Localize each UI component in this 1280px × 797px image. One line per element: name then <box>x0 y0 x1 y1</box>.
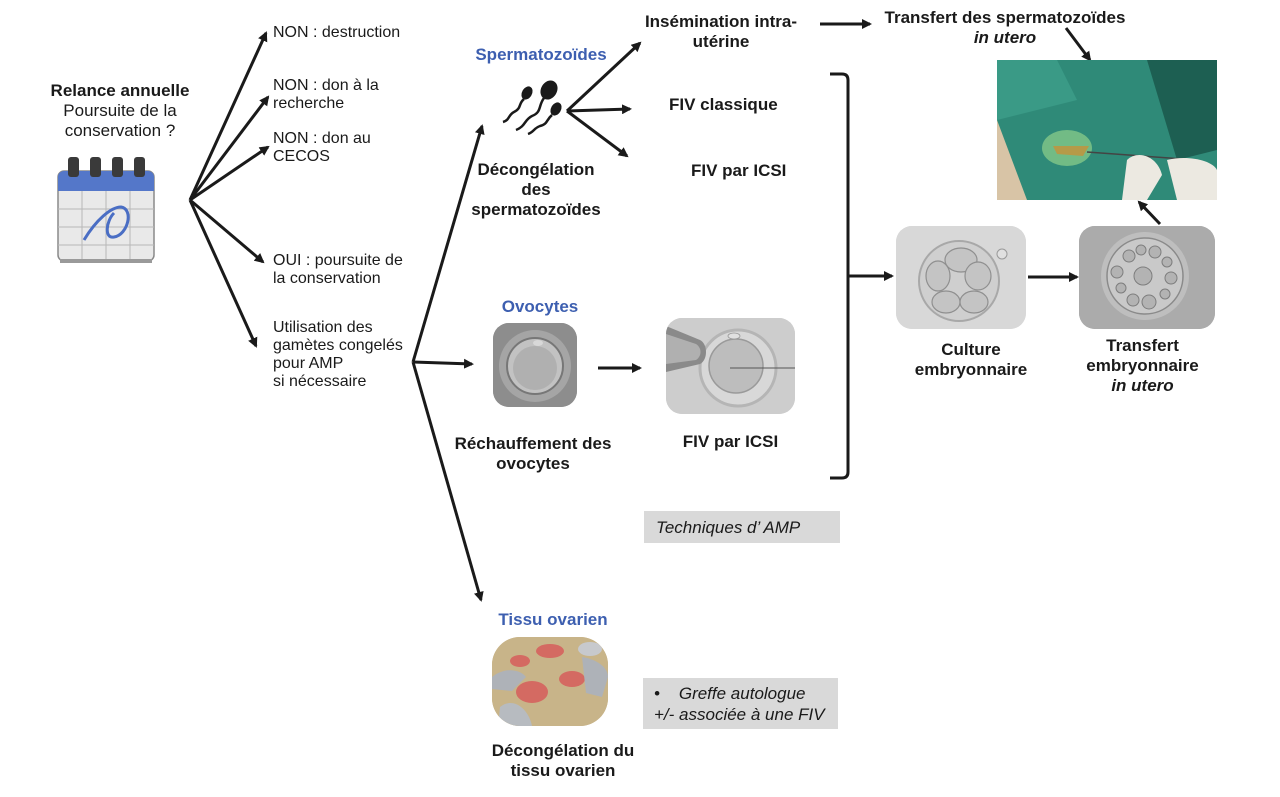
option-utilisation-1: Utilisation des <box>273 319 373 336</box>
sperm-transfer-1: Transfert des spermatozoïdes <box>884 8 1126 27</box>
option-cecos-2: CECOS <box>273 148 330 165</box>
embryo-culture-photo <box>896 226 1026 329</box>
amp-techniques-text: Techniques d’ AMP <box>656 518 801 537</box>
embryo-transfer-3: in utero <box>1111 376 1174 395</box>
arrow-transfer-photo <box>1064 27 1092 62</box>
graft-note: • Greffe autologue +/- associée à une FI… <box>643 678 838 729</box>
graft-note-line1: • Greffe autologue <box>654 684 806 703</box>
culture-caption-1: Culture <box>941 340 1001 359</box>
sperm-icon <box>500 78 566 136</box>
arrow-cecos <box>189 145 270 202</box>
insemination-photo <box>997 60 1217 200</box>
option-oui-1: OUI : poursuite de <box>273 252 403 269</box>
technique-fiv-classique: FIV classique <box>669 95 778 114</box>
option-oui-2: la conservation <box>273 270 381 287</box>
culture-caption-2: embryonnaire <box>914 360 1028 379</box>
oocyte-photo <box>493 323 577 407</box>
blastocyst-photo <box>1079 226 1215 329</box>
reminder-title: Relance annuelle <box>50 81 190 100</box>
embryo-transfer-2: embryonnaire <box>1086 356 1199 375</box>
oocytes-icsi-label: FIV par ICSI <box>682 432 779 451</box>
tissue-caption-2: tissu ovarien <box>510 761 616 780</box>
arrow-to-oocytes <box>412 358 474 369</box>
arrow-iiu <box>565 41 642 113</box>
sperm-transfer-2: in utero <box>973 28 1037 47</box>
reminder-subtitle-1: Poursuite de la <box>63 101 177 120</box>
option-utilisation-4: si nécessaire <box>273 373 367 390</box>
arrow-embryo-photo <box>1137 200 1162 226</box>
arrow-to-tissue <box>411 361 484 602</box>
option-utilisation-3: pour AMP <box>273 355 344 372</box>
calendar-icon <box>56 155 156 265</box>
arrow-to-sperm <box>411 124 485 363</box>
option-cecos-1: NON : don au <box>273 130 371 147</box>
oocytes-caption-2: ovocytes <box>496 454 570 473</box>
tissue-heading: Tissu ovarien <box>498 610 608 629</box>
option-recherche-1: NON : don à la <box>273 77 379 94</box>
arrow-fiv-classique <box>566 104 632 115</box>
ovarian-tissue-photo <box>492 637 608 726</box>
oocytes-caption-1: Réchauffement des <box>454 434 612 453</box>
arrow-destruction <box>188 31 268 201</box>
amp-techniques-note: Techniques d’ AMP <box>644 511 840 543</box>
reminder-subtitle-2: conservation ? <box>64 121 176 140</box>
sperm-caption-3: spermatozoïdes <box>471 200 601 219</box>
arrow-fiv-icsi <box>566 109 629 158</box>
option-recherche-2: recherche <box>273 95 345 112</box>
sperm-caption-1: Décongélation <box>477 160 595 179</box>
oocytes-heading: Ovocytes <box>501 297 579 316</box>
technique-iiu-1: Insémination intra- <box>644 12 798 31</box>
technique-fiv-icsi: FIV par ICSI <box>691 161 787 180</box>
option-utilisation-2: gamètes congelés <box>273 337 403 354</box>
sperm-caption-2: des <box>521 180 551 199</box>
bracket <box>830 72 850 480</box>
tissue-caption-1: Décongélation du <box>491 741 635 760</box>
arrow-oui <box>189 198 265 264</box>
sperm-heading: Spermatozoïdes <box>475 45 607 64</box>
embryo-transfer-1: Transfert <box>1106 336 1179 355</box>
arrow-utilisation <box>188 199 258 348</box>
technique-iiu-2: utérine <box>692 32 750 51</box>
graft-note-line2: +/- associée à une FIV <box>654 705 825 724</box>
icsi-photo <box>666 318 795 414</box>
arrow-recherche <box>188 95 270 201</box>
option-destruction: NON : destruction <box>273 24 401 41</box>
